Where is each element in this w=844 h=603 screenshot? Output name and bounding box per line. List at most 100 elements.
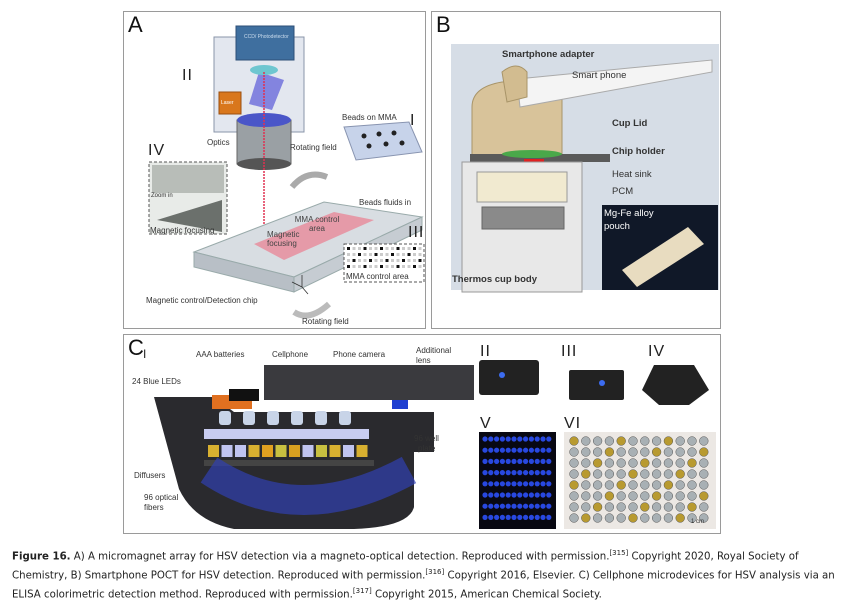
elisa-well <box>604 469 615 479</box>
caption-ref-a[interactable]: [315] <box>609 549 629 557</box>
elisa-well <box>699 502 709 512</box>
battery-cover <box>229 389 259 401</box>
elisa-well <box>628 436 638 446</box>
fluorescent-well <box>534 470 540 476</box>
fluorescent-well <box>540 514 546 520</box>
panel-b: B Smartphone adapter Smart phone Cup Lid… <box>431 11 721 329</box>
fluorescent-well <box>546 514 552 520</box>
elisa-well <box>663 491 674 501</box>
fluorescent-well <box>511 447 517 453</box>
mma-dot <box>369 259 372 262</box>
caption-ref-c[interactable]: [317] <box>352 586 372 595</box>
mma-dot <box>352 259 356 262</box>
elisa-well <box>699 469 709 479</box>
fluorescent-well <box>494 492 500 498</box>
label-smart-phone: Smart phone <box>572 70 627 81</box>
well <box>343 445 354 457</box>
fluorescent-well <box>499 481 505 487</box>
fluorescent-well <box>494 514 500 520</box>
fluorescent-well <box>523 481 529 487</box>
label-blue-leds: 24 Blue LEDs <box>132 377 181 386</box>
mma-dot <box>352 247 356 250</box>
label-pcm: PCM <box>612 186 634 197</box>
elisa-well <box>687 458 697 468</box>
fluorescent-well <box>494 447 500 453</box>
elisa-well <box>651 469 662 479</box>
elisa-well <box>628 491 638 501</box>
label-zoom-in: Zoom in <box>151 193 173 199</box>
fluorescent-well <box>488 481 494 487</box>
elisa-well <box>675 447 685 457</box>
label-phone-camera: Phone camera <box>333 350 386 359</box>
label-additional: Additional <box>416 346 452 355</box>
rotating-arrow-top <box>289 171 329 190</box>
label-chip-holder: Chip holder <box>612 146 665 157</box>
label-scale-bar: 1 cm <box>691 519 705 525</box>
well <box>289 445 300 457</box>
mma-dot <box>358 247 361 250</box>
beam-splitter <box>249 72 284 110</box>
mma-dot <box>402 247 405 250</box>
fluorescent-well <box>511 481 517 487</box>
label-96-optical: 96 optical <box>144 493 179 502</box>
label-optics: Optics <box>207 138 230 147</box>
fluorescent-well <box>505 447 511 453</box>
fluorescent-well <box>540 447 546 453</box>
fluorescent-well <box>523 436 529 442</box>
fluorescent-well <box>546 481 552 487</box>
elisa-well <box>699 447 709 457</box>
mma-dot <box>413 247 416 250</box>
fluorescent-well <box>534 514 540 520</box>
caption-part-a: A) A micromagnet array for HSV detection… <box>70 551 610 563</box>
well <box>248 445 260 457</box>
elisa-well <box>651 458 662 468</box>
fluorescent-well <box>534 447 540 453</box>
elisa-well <box>628 480 638 490</box>
mg-fe-pouch-slot <box>481 206 565 230</box>
label-aaa-batteries: AAA batteries <box>196 350 245 359</box>
mma-dot <box>418 253 422 256</box>
fluorescent-well <box>546 470 552 476</box>
panel-c-label: C <box>128 335 144 360</box>
label-mg-fe-2: pouch <box>604 221 630 232</box>
panel-a-label: A <box>128 12 143 37</box>
label-mg-fe-1: Mg-Fe alloy <box>604 208 654 219</box>
fluorescent-well <box>499 503 505 509</box>
fluorescent-well <box>517 447 523 453</box>
elisa-well <box>581 513 591 523</box>
elisa-well <box>699 458 709 468</box>
well <box>221 445 233 457</box>
elisa-well <box>675 502 685 512</box>
mma-dot <box>347 259 350 262</box>
panel-c-sub-v: V <box>480 415 492 432</box>
mma-dot <box>358 265 361 268</box>
label-lens: lens <box>416 356 431 365</box>
fluorescent-well <box>546 436 552 442</box>
elisa-well <box>640 480 650 490</box>
label-laser: Laser <box>221 100 234 106</box>
mma-dot <box>385 259 389 262</box>
mma-dot <box>347 265 350 268</box>
caption-ref-b[interactable]: [316] <box>425 567 445 576</box>
well <box>262 445 273 457</box>
elisa-well <box>569 469 579 479</box>
additional-lens <box>392 400 408 409</box>
elisa-well <box>616 447 626 457</box>
elisa-well <box>675 513 685 523</box>
elisa-well <box>628 447 638 457</box>
elisa-well <box>699 436 709 446</box>
elisa-well <box>604 447 615 457</box>
elisa-well <box>592 458 603 468</box>
fluorescent-well <box>540 503 546 509</box>
elisa-well <box>592 502 603 512</box>
elisa-well <box>651 491 662 501</box>
fluorescent-well <box>499 458 505 464</box>
elisa-well <box>592 469 603 479</box>
label-cellphone: Cellphone <box>272 350 309 359</box>
elisa-well <box>687 491 697 501</box>
mma-dot <box>407 259 411 262</box>
fluorescent-well <box>482 492 488 498</box>
elisa-well <box>640 436 650 446</box>
fluorescent-well <box>494 470 500 476</box>
label-chip: Magnetic control/Detection chip <box>146 296 258 305</box>
